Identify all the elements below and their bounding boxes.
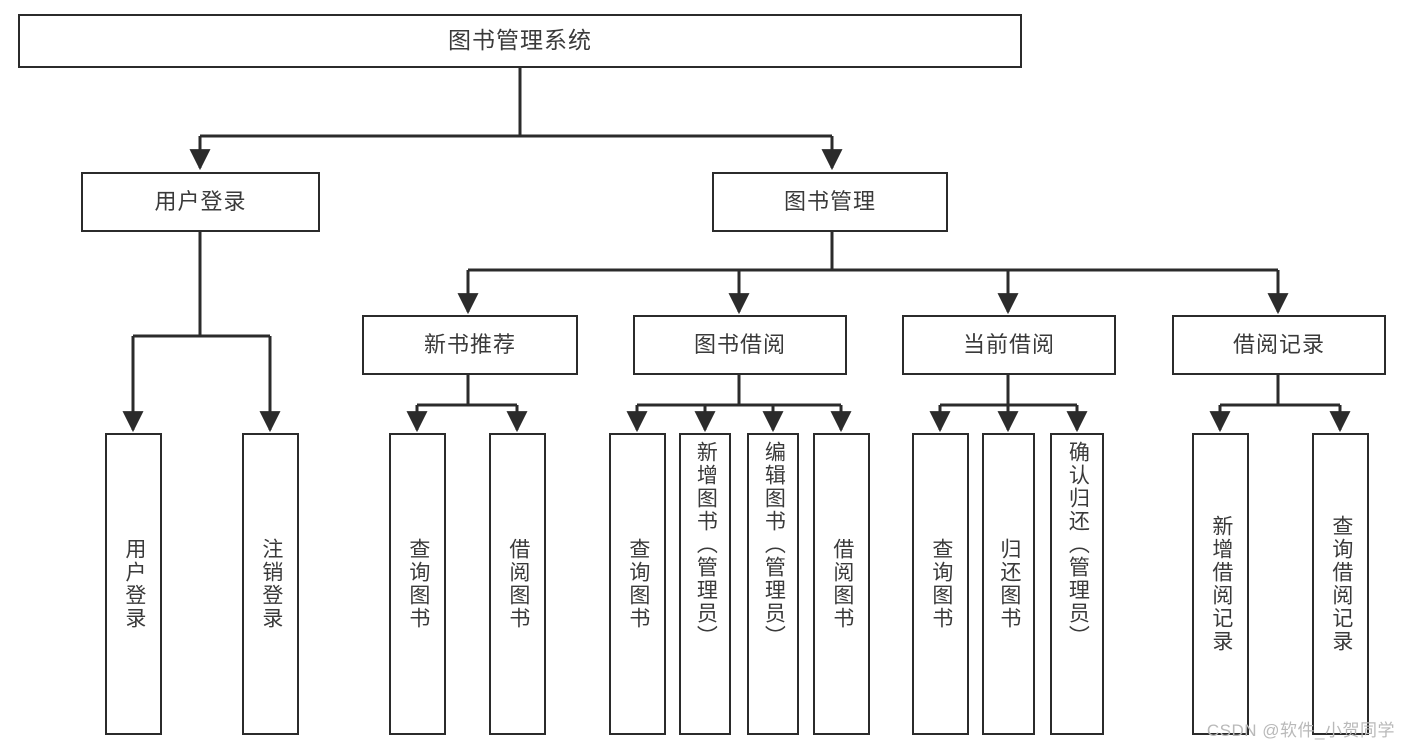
node-current-borrow[interactable]: 当前借阅 — [902, 315, 1116, 375]
leaf-user-login[interactable]: 用户登录 — [105, 433, 162, 735]
node-label: 图书管理系统 — [448, 27, 592, 54]
node-label: 查询图书 — [406, 538, 430, 630]
node-borrow-record[interactable]: 借阅记录 — [1172, 315, 1386, 375]
leaf-borrow-borrow-book[interactable]: 借阅图书 — [813, 433, 870, 735]
leaf-recommend-borrow-book[interactable]: 借阅图书 — [489, 433, 546, 735]
watermark-text: CSDN @软件_小贺同学 — [1206, 721, 1395, 740]
node-label: 用户登录 — [154, 188, 247, 214]
node-book-borrow[interactable]: 图书借阅 — [633, 315, 847, 375]
node-label: 查询借阅记录 — [1329, 515, 1353, 653]
node-label: 新增借阅记录 — [1209, 515, 1233, 653]
leaf-borrow-edit-book-admin[interactable]: 编辑图书（管理员） — [747, 433, 799, 735]
leaf-borrow-query-book[interactable]: 查询图书 — [609, 433, 666, 735]
node-user-login[interactable]: 用户登录 — [81, 172, 320, 232]
leaf-borrow-add-book-admin[interactable]: 新增图书（管理员） — [679, 433, 731, 735]
node-label: 用户登录 — [122, 538, 146, 630]
node-label: 新增图书（管理员） — [694, 441, 718, 648]
node-label: 当前借阅 — [962, 331, 1055, 357]
node-root-book-management-system[interactable]: 图书管理系统 — [18, 14, 1022, 68]
node-label: 查询图书 — [626, 538, 650, 630]
leaf-recommend-query-book[interactable]: 查询图书 — [389, 433, 446, 735]
node-new-book-recommend[interactable]: 新书推荐 — [362, 315, 578, 375]
node-label: 借阅记录 — [1232, 331, 1325, 357]
node-label: 确认归还（管理员） — [1066, 441, 1090, 648]
leaf-logout[interactable]: 注销登录 — [242, 433, 299, 735]
node-label: 新书推荐 — [423, 331, 516, 357]
leaf-current-query-book[interactable]: 查询图书 — [912, 433, 969, 735]
leaf-current-confirm-return-admin[interactable]: 确认归还（管理员） — [1050, 433, 1104, 735]
node-label: 编辑图书（管理员） — [762, 441, 786, 648]
node-label: 图书管理 — [783, 188, 876, 214]
node-label: 借阅图书 — [830, 538, 854, 630]
node-label: 图书借阅 — [693, 331, 786, 357]
leaf-current-return-book[interactable]: 归还图书 — [982, 433, 1035, 735]
leaf-record-query-borrow-record[interactable]: 查询借阅记录 — [1312, 433, 1369, 735]
node-label: 查询图书 — [929, 538, 953, 630]
leaf-record-add-borrow-record[interactable]: 新增借阅记录 — [1192, 433, 1249, 735]
node-label: 注销登录 — [259, 538, 283, 630]
node-book-management[interactable]: 图书管理 — [712, 172, 948, 232]
node-label: 借阅图书 — [506, 538, 530, 630]
node-label: 归还图书 — [997, 538, 1021, 630]
